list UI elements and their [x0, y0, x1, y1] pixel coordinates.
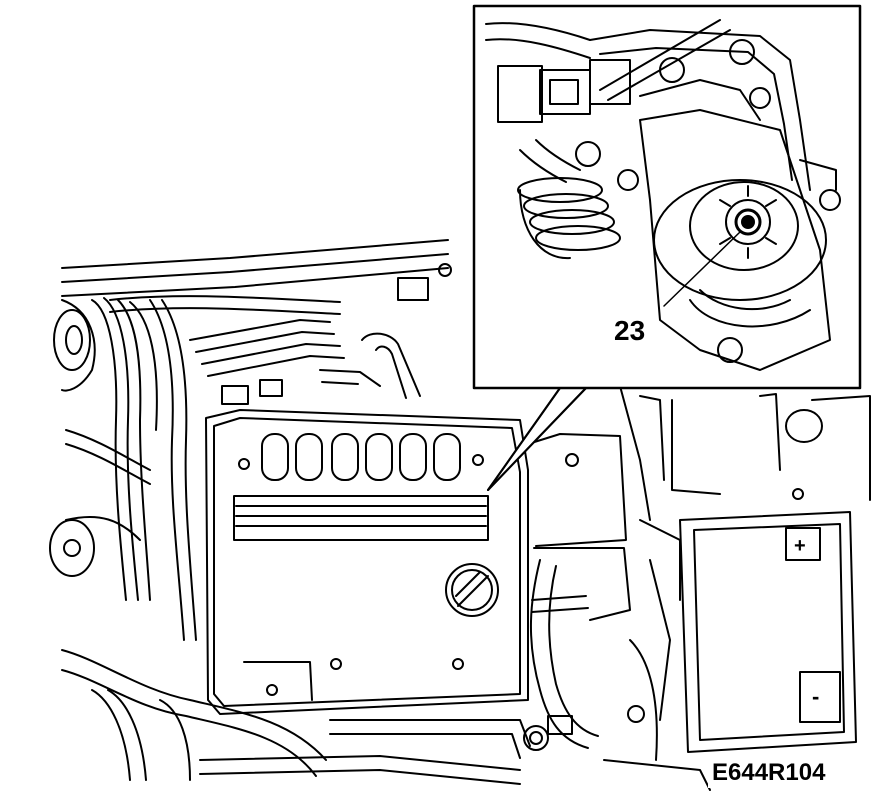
figure-code-label: E644R104 — [712, 759, 826, 786]
battery-plus-label: + — [794, 535, 806, 557]
engine-bay-illustration — [49, 239, 871, 791]
battery-icon — [679, 511, 857, 753]
battery-minus-label: - — [812, 684, 819, 709]
oil-filler-cap-icon — [445, 563, 499, 617]
engine-mount-detail — [472, 4, 862, 390]
callout-number-label: 23 — [614, 315, 645, 346]
